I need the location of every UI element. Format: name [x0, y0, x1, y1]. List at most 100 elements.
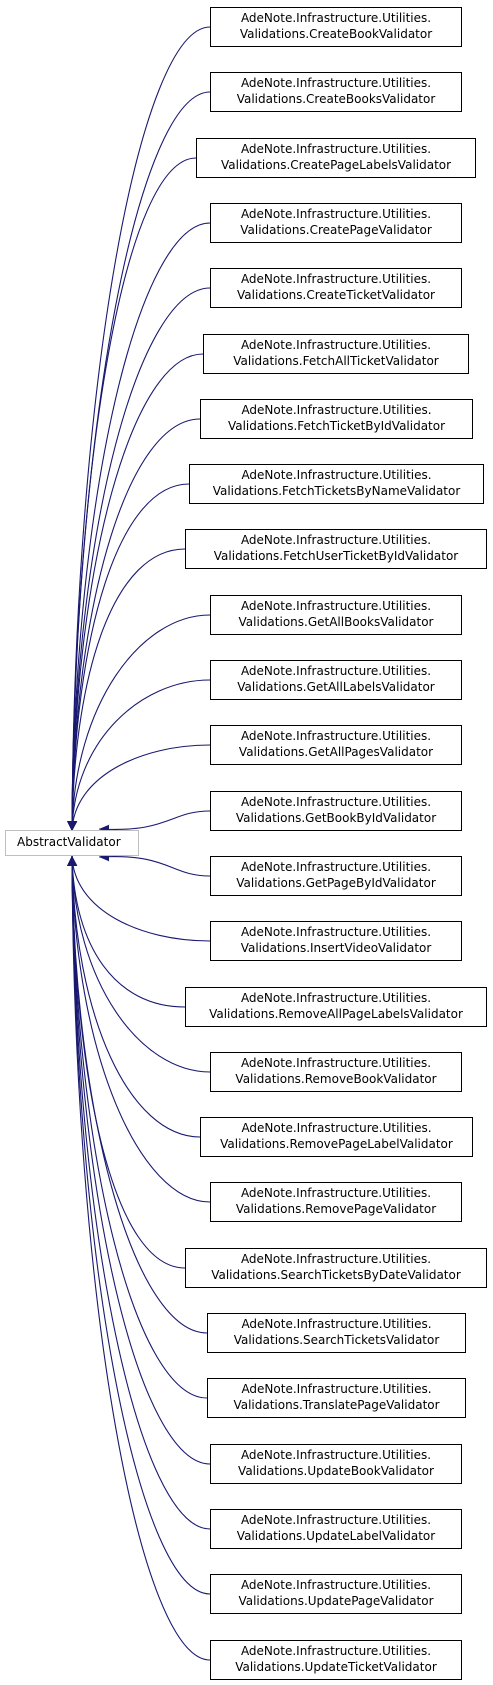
derived-class-node[interactable]: AdeNote.Infrastructure.Utilities. Validat… [207, 1313, 466, 1353]
node-class-line: Validations.CreateBookValidator [239, 27, 433, 41]
inheritance-edge [67, 855, 211, 942]
derived-class-node[interactable]: AdeNote.Infrastructure.Utilities. Validat… [210, 921, 462, 961]
node-namespace-line: AdeNote.Infrastructure.Utilities. [241, 403, 432, 417]
node-class-line: Validations.FetchUserTicketByIdValidator [213, 549, 459, 563]
inheritance-edge [67, 26, 211, 832]
node-namespace-line: AdeNote.Infrastructure.Utilities. [240, 664, 432, 678]
derived-class-node[interactable]: AdeNote.Infrastructure.Utilities. Validat… [189, 464, 484, 504]
node-namespace-line: AdeNote.Infrastructure.Utilities. [241, 1317, 432, 1331]
node-class-line: Validations.FetchTicketByIdValidator [227, 419, 446, 433]
node-class-line: Validations.UpdateLabelValidator [236, 1529, 436, 1543]
derived-class-node[interactable]: AdeNote.Infrastructure.Utilities.Validat… [210, 1640, 462, 1680]
node-namespace-line: AdeNote.Infrastructure.Utilities. [240, 729, 432, 743]
node-namespace-line: AdeNote.Infrastructure.Utilities. [240, 207, 432, 221]
inheritance-edge [98, 810, 211, 835]
node-namespace-line: AdeNote.Infrastructure.Utilities. [240, 795, 432, 809]
node-namespace-line: AdeNote.Infrastructure.Utilities. [240, 991, 432, 1005]
node-class-line: Validations.CreatePageValidator [240, 223, 432, 237]
derived-class-node[interactable]: AdeNote.Infrastructure.Utilities. Validat… [203, 334, 469, 374]
derived-class-node[interactable]: AdeNote.Infrastructure.Utilities.Validat… [196, 138, 476, 178]
derived-class-node[interactable]: AdeNote.Infrastructure.Utilities. Validat… [210, 1182, 462, 1222]
node-class-line: Validations.SearchTicketsValidator [233, 1333, 440, 1347]
inheritance-edge [67, 222, 211, 832]
derived-class-node[interactable]: AdeNote.Infrastructure.Utilities. Validat… [210, 268, 462, 308]
node-class-line: Validations.GetAllPagesValidator [238, 745, 434, 759]
node-namespace-line: AdeNote.Infrastructure.Utilities. [240, 272, 432, 286]
inheritance-edge [67, 287, 211, 832]
derived-class-node[interactable]: AdeNote.Infrastructure.Utilities. Validat… [210, 1574, 462, 1614]
node-class-line: Validations.RemovePageValidator [235, 1202, 437, 1216]
inheritance-edge [67, 855, 211, 1530]
node-namespace-line: AdeNote.Infrastructure.Utilities. [240, 1513, 432, 1527]
derived-class-node[interactable]: AdeNote.Infrastructure.Utilities. Validat… [210, 203, 462, 243]
node-class-line: Validations.UpdatePageValidator [238, 1594, 434, 1608]
inheritance-edge [67, 855, 208, 1334]
derived-class-node[interactable]: AdeNote.Infrastructure.Utilities. Validat… [210, 7, 462, 47]
node-namespace-line: AdeNote.Infrastructure.Utilities. [241, 1121, 432, 1135]
base-class-label: AbstractValidator [17, 835, 121, 849]
node-class-line: Validations.FetchTicketsByNameValidator [212, 484, 461, 498]
node-namespace-line: AdeNote.Infrastructure.Utilities. [240, 925, 432, 939]
node-namespace-line: AdeNote.Infrastructure.Utilities. [240, 533, 432, 547]
node-class-line: Validations.UpdateBookValidator [238, 1464, 434, 1478]
derived-class-node[interactable]: AdeNote.Infrastructure.Utilities. Validat… [200, 399, 473, 439]
node-namespace-line: AdeNote.Infrastructure.Utilities. [240, 142, 432, 156]
derived-class-node[interactable]: AdeNote.Infrastructure.Utilities. Validat… [210, 1052, 462, 1092]
derived-class-node[interactable]: AdeNote.Infrastructure.Utilities. Validat… [210, 660, 462, 700]
inheritance-edge [67, 855, 211, 1661]
derived-class-node[interactable]: AdeNote.Infrastructure.Utilities.Validat… [210, 72, 462, 112]
inheritance-edge [67, 855, 186, 1269]
inheritance-edge [67, 679, 211, 832]
inheritance-edge [67, 855, 201, 1138]
node-namespace-line: AdeNote.Infrastructure.Utilities. [240, 1644, 432, 1658]
node-namespace-line: AdeNote.Infrastructure.Utilities. [240, 1578, 432, 1592]
derived-class-node[interactable]: AdeNote.Infrastructure.Utilities. Validat… [210, 595, 462, 635]
inheritance-edge [67, 855, 186, 1008]
node-namespace-line: AdeNote.Infrastructure.Utilities. [240, 338, 432, 352]
inheritance-edge [67, 418, 201, 832]
inheritance-edge [67, 353, 204, 832]
node-namespace-line: AdeNote.Infrastructure.Utilities. [240, 1186, 432, 1200]
inheritance-edge [67, 548, 186, 832]
node-namespace-line: AdeNote.Infrastructure.Utilities. [240, 1056, 432, 1070]
node-namespace-line: AdeNote.Infrastructure.Utilities. [241, 468, 432, 482]
inheritance-edge [67, 483, 190, 832]
derived-class-node[interactable]: AdeNote.Infrastructure.Utilities. Validat… [210, 791, 462, 831]
node-namespace-line: AdeNote.Infrastructure.Utilities. [240, 1252, 432, 1266]
node-class-line: Validations.RemoveAllPageLabelsValidator [209, 1007, 463, 1021]
inheritance-edge [67, 157, 197, 832]
node-namespace-line: AdeNote.Infrastructure.Utilities. [240, 599, 432, 613]
inheritance-edge [67, 855, 211, 1073]
node-class-line: Validations.GetBookByIdValidator [235, 811, 437, 825]
node-namespace-line: AdeNote.Infrastructure.Utilities. [240, 11, 432, 25]
inheritance-edge [67, 744, 211, 832]
node-class-line: Validations.FetchAllTicketValidator [233, 354, 439, 368]
derived-class-node[interactable]: AdeNote.Infrastructure.Utilities. Validat… [210, 1509, 462, 1549]
node-namespace-line: AdeNote.Infrastructure.Utilities. [240, 76, 432, 90]
node-class-line: Validations.RemovePageLabelValidator [220, 1137, 453, 1151]
inheritance-edge [67, 855, 211, 1203]
inheritance-edge [98, 851, 211, 877]
base-class-node[interactable]: AbstractValidator [5, 830, 139, 856]
inheritance-edge [67, 614, 211, 832]
node-class-line: Validations.GetPageByIdValidator [236, 876, 436, 890]
node-class-line: Validations.RemoveBookValidator [235, 1072, 437, 1086]
node-class-line: Validations.SearchTicketsByDateValidator [211, 1268, 461, 1282]
derived-class-node[interactable]: AdeNote.Infrastructure.Utilities.Validat… [210, 856, 462, 896]
derived-class-node[interactable]: AdeNote.Infrastructure.Utilities. Validat… [185, 987, 487, 1027]
node-class-line: Validations.CreateTicketValidator [237, 288, 435, 302]
derived-class-node[interactable]: AdeNote.Infrastructure.Utilities.Validat… [207, 1378, 466, 1418]
node-class-line: Validations.InsertVideoValidator [240, 941, 432, 955]
node-class-line: Validations.GetAllBooksValidator [238, 615, 434, 629]
derived-class-node[interactable]: AdeNote.Infrastructure.Utilities. Validat… [185, 529, 487, 569]
node-namespace-line: AdeNote.Infrastructure.Utilities. [241, 1382, 432, 1396]
derived-class-node[interactable]: AdeNote.Infrastructure.Utilities. Validat… [185, 1248, 487, 1288]
derived-class-node[interactable]: AdeNote.Infrastructure.Utilities. Validat… [200, 1117, 473, 1157]
inheritance-edge [67, 855, 211, 1595]
inheritance-edge [67, 855, 208, 1399]
derived-class-node[interactable]: AdeNote.Infrastructure.Utilities.Validat… [210, 1444, 462, 1484]
derived-class-node[interactable]: AdeNote.Infrastructure.Utilities. Validat… [210, 725, 462, 765]
node-class-line: Validations.GetAllLabelsValidator [237, 680, 435, 694]
